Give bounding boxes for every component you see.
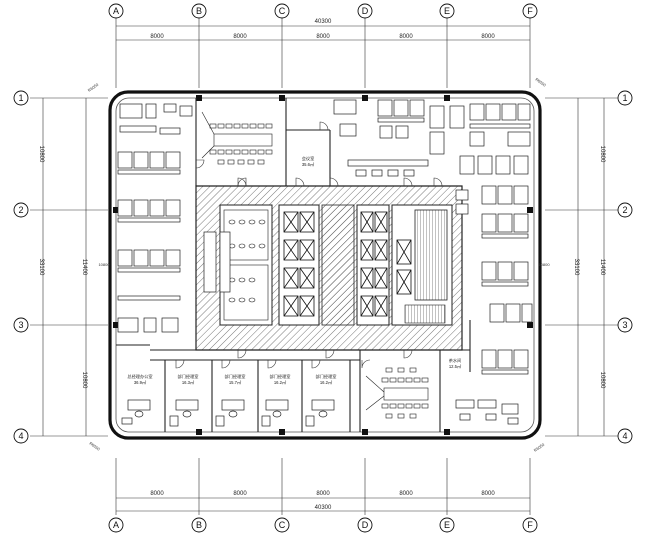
left-side-label: 10800 xyxy=(98,262,110,267)
room-area-label: 12.5㎡ xyxy=(449,363,462,369)
grid-bubble-label: 3 xyxy=(622,320,627,330)
workstations-left xyxy=(117,103,231,333)
grid-bubble-label: F xyxy=(527,6,533,16)
grid-bubble-label: C xyxy=(279,520,286,530)
building-inner-wall xyxy=(115,97,535,433)
corner-radius-label: R6050 xyxy=(87,82,100,93)
room-name-label: 部门经理室 xyxy=(316,373,337,380)
room-name-label: 总经理办公室 xyxy=(127,373,152,380)
left-dimension-middle: 11400 xyxy=(81,259,87,276)
room-name-label: 部门经理室 xyxy=(270,373,291,380)
room-name-label: 茶水间 xyxy=(449,357,462,364)
corner-radius-label: R6050 xyxy=(534,77,547,88)
bottom-total-dimension: 40300 xyxy=(315,505,332,511)
room-name-label: 部门经理室 xyxy=(178,373,199,380)
room-area-label: 16.2㎡ xyxy=(274,379,287,385)
corner-radius-label: R6050 xyxy=(533,442,546,453)
bay-dimension: 8000 xyxy=(233,491,247,497)
left-dimension-total: 33100 xyxy=(38,259,44,276)
left-dimension-bottom: 10800 xyxy=(81,372,87,389)
right-dimension-chain xyxy=(545,97,618,437)
top-bay-dimensions: 8000 8000 8000 8000 8000 xyxy=(150,34,495,40)
right-side-label: 10800 xyxy=(538,262,550,267)
workstations-right xyxy=(455,185,533,375)
workstations-top-right xyxy=(333,99,531,177)
room-name-label: 部门经理室 xyxy=(225,373,246,380)
office-furniture xyxy=(121,399,519,427)
structural-columns xyxy=(113,95,533,435)
bottom-dimension-chain xyxy=(115,458,531,515)
grid-bubble-label: E xyxy=(444,6,450,16)
right-dimension-middle: 11400 xyxy=(599,259,605,276)
restroom-fixtures xyxy=(228,219,266,303)
top-dimension-chain xyxy=(115,18,531,88)
room-area-label: 15.7㎡ xyxy=(229,379,242,385)
grid-bubble-label: D xyxy=(362,520,369,530)
core-stairs xyxy=(223,209,448,324)
door-swings xyxy=(175,121,443,369)
left-dimension-chain xyxy=(30,97,108,437)
bottom-bay-dimensions: 8000 8000 8000 8000 8000 xyxy=(150,491,495,497)
meeting-room-bottom xyxy=(365,367,429,419)
right-dimension-bottom: 10800 xyxy=(599,372,605,389)
grid-bubble-label: 2 xyxy=(18,205,23,215)
bay-dimension: 8000 xyxy=(150,34,164,40)
grid-bubble-label: 4 xyxy=(18,431,23,441)
partition-walls xyxy=(116,98,471,432)
room-area-label: 36.9㎡ xyxy=(134,379,147,385)
grid-bubble-label: E xyxy=(444,520,450,530)
grid-bubble-label: 3 xyxy=(18,320,23,330)
right-dimension-top: 10800 xyxy=(599,146,605,163)
bay-dimension: 8000 xyxy=(316,491,330,497)
meeting-room-top xyxy=(201,111,273,165)
room-area-label: 16.2㎡ xyxy=(320,379,333,385)
bay-dimension: 8000 xyxy=(150,491,164,497)
right-dimension-total: 33100 xyxy=(573,259,579,276)
right-grid-bubbles: 1 2 3 4 xyxy=(617,90,633,444)
bay-dimension: 8000 xyxy=(481,34,495,40)
left-dimension-top: 10800 xyxy=(38,146,44,163)
room-name-label: 会议室 xyxy=(302,155,315,162)
grid-bubble-label: B xyxy=(196,6,202,16)
bay-dimension: 8000 xyxy=(481,491,495,497)
grid-bubble-label: F xyxy=(527,520,533,530)
elevators xyxy=(283,211,412,317)
grid-bubble-label: B xyxy=(196,520,202,530)
left-grid-bubbles: 1 2 3 4 xyxy=(13,90,29,444)
office-labels: 总经理办公室 36.9㎡ 部门经理室 16.3㎡ 部门经理室 15.7㎡ 部门经… xyxy=(127,373,336,385)
bay-dimension: 8000 xyxy=(399,34,413,40)
bottom-grid-bubbles: A B C D E F xyxy=(108,517,538,533)
grid-bubble-label: 1 xyxy=(622,93,627,103)
grid-bubble-label: 4 xyxy=(622,431,627,441)
bay-dimension: 8000 xyxy=(316,34,330,40)
top-total-dimension: 40300 xyxy=(315,19,332,25)
corner-radius-label: R6050 xyxy=(88,441,101,452)
top-grid-bubbles: A B C D E F xyxy=(108,3,538,19)
grid-bubble-label: 1 xyxy=(18,93,23,103)
bay-dimension: 8000 xyxy=(399,491,413,497)
grid-bubble-label: D xyxy=(362,6,369,16)
grid-bubble-label: A xyxy=(113,6,119,16)
grid-bubble-label: A xyxy=(113,520,119,530)
grid-bubble-label: 2 xyxy=(622,205,627,215)
room-area-label: 35.6㎡ xyxy=(302,161,315,167)
grid-bubble-label: C xyxy=(279,6,286,16)
bay-dimension: 8000 xyxy=(233,34,247,40)
room-area-label: 16.3㎡ xyxy=(182,379,195,385)
